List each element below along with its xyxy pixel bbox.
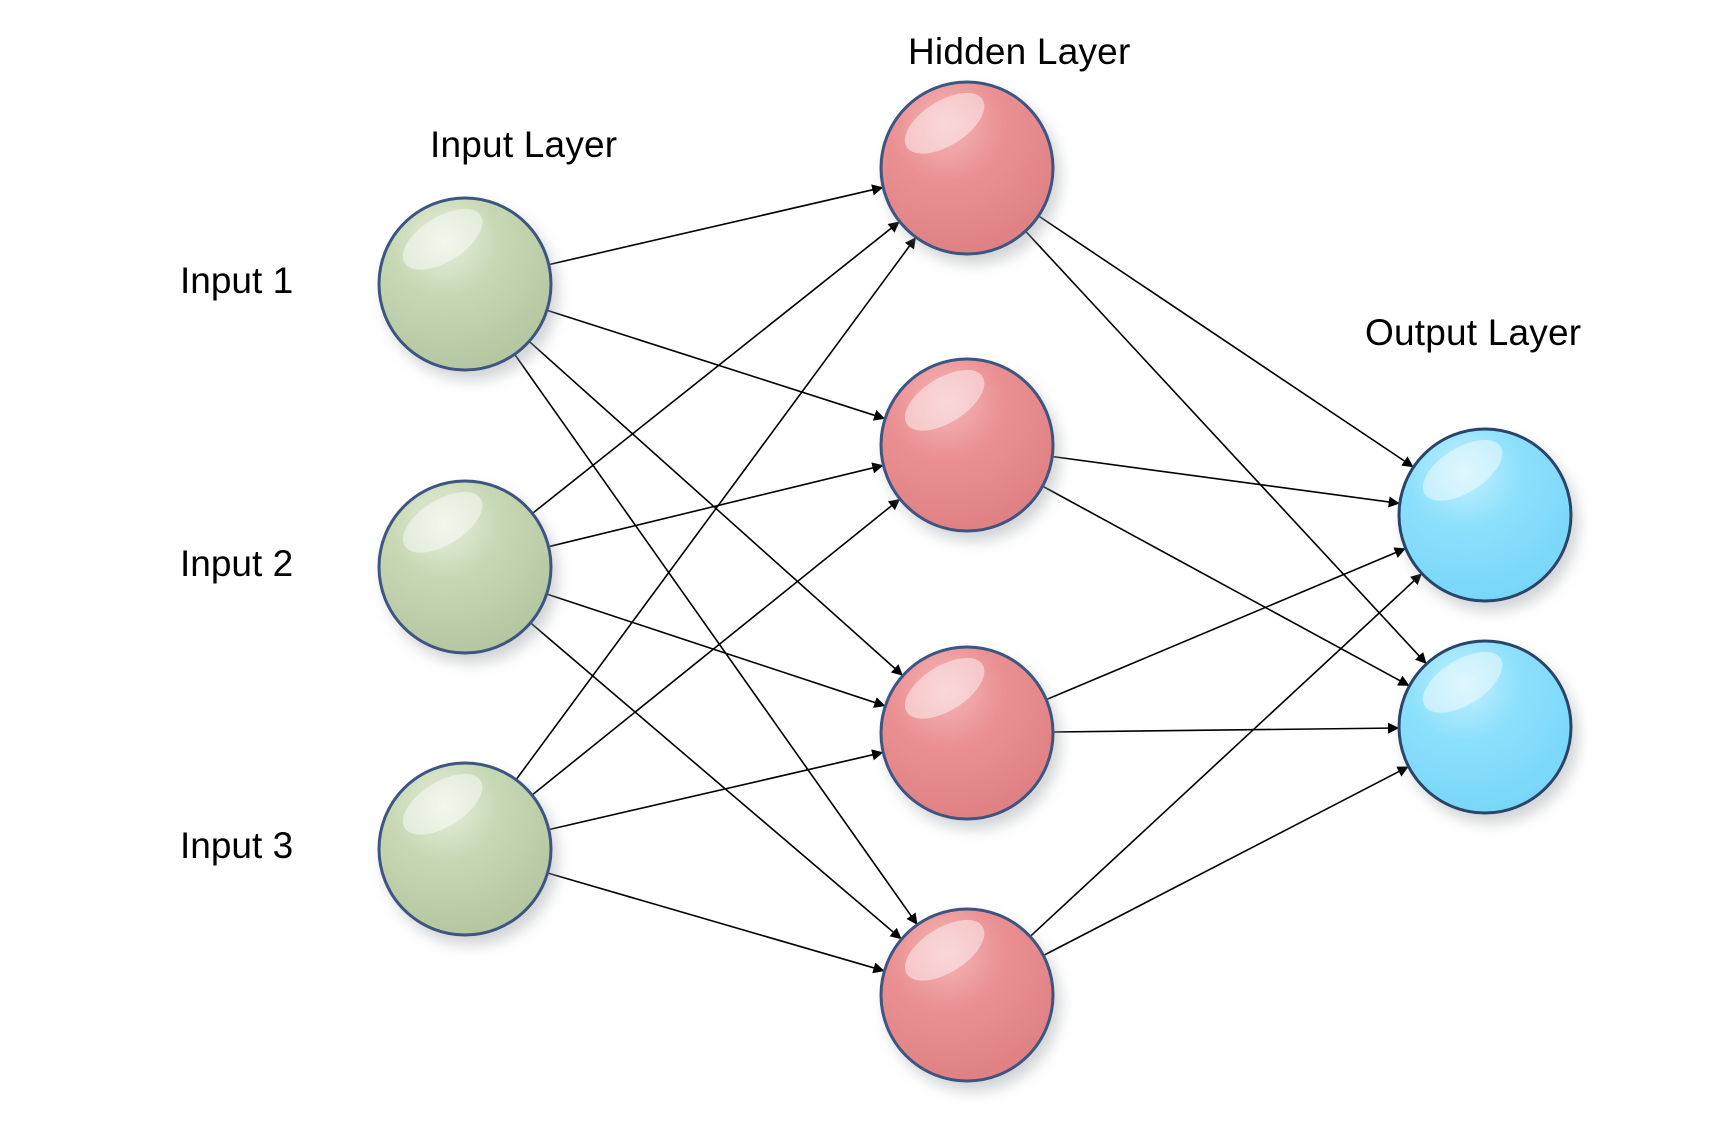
connection-edge — [547, 872, 885, 974]
layer-title-input: Input Layer — [430, 124, 618, 165]
connection-edge — [548, 462, 884, 548]
connection-edge — [529, 622, 902, 940]
node-label-input-3: Input 3 — [180, 825, 294, 866]
node-highlight — [904, 369, 985, 431]
connection-edge — [548, 749, 884, 831]
connection-edge — [531, 498, 901, 796]
layer-title-hidden: Hidden Layer — [908, 31, 1131, 72]
connection-edge — [1052, 455, 1400, 508]
node-label-input-2: Input 2 — [180, 543, 294, 584]
connection-edge — [1038, 215, 1414, 468]
connection-edge — [1024, 230, 1427, 665]
node-output-1[interactable] — [1397, 427, 1573, 603]
node-highlight — [904, 919, 985, 981]
connection-edge — [1042, 485, 1410, 687]
node-highlight — [402, 491, 483, 553]
node-output-2[interactable] — [1397, 639, 1573, 815]
node-input-2[interactable] — [377, 479, 553, 655]
node-hidden-2[interactable] — [879, 357, 1055, 533]
node-label-input-1: Input 1 — [180, 260, 294, 301]
node-input-3[interactable] — [377, 761, 553, 937]
node-hidden-3[interactable] — [879, 645, 1055, 821]
node-hidden-1[interactable] — [879, 80, 1055, 256]
connection-edge — [548, 184, 884, 266]
connection-edge — [513, 353, 918, 925]
node-highlight — [402, 208, 483, 270]
node-hidden-4[interactable] — [879, 907, 1055, 1083]
connection-edge — [531, 221, 900, 515]
node-highlight — [1422, 439, 1503, 501]
connection-edge — [1029, 573, 1423, 938]
node-highlight — [904, 92, 985, 154]
connection-edge — [546, 309, 886, 421]
connection-edge — [546, 593, 886, 708]
node-highlight — [904, 657, 985, 719]
node-highlight — [1422, 651, 1503, 713]
node-highlight — [402, 773, 483, 835]
layer-title-output: Output Layer — [1365, 312, 1582, 353]
connection-edge — [1045, 547, 1406, 701]
connection-lines — [513, 184, 1427, 974]
node-circles — [377, 80, 1573, 1083]
connection-edge — [1052, 722, 1400, 734]
connection-edge — [1043, 766, 1409, 957]
connection-edge — [515, 237, 917, 781]
node-input-1[interactable] — [377, 196, 553, 372]
